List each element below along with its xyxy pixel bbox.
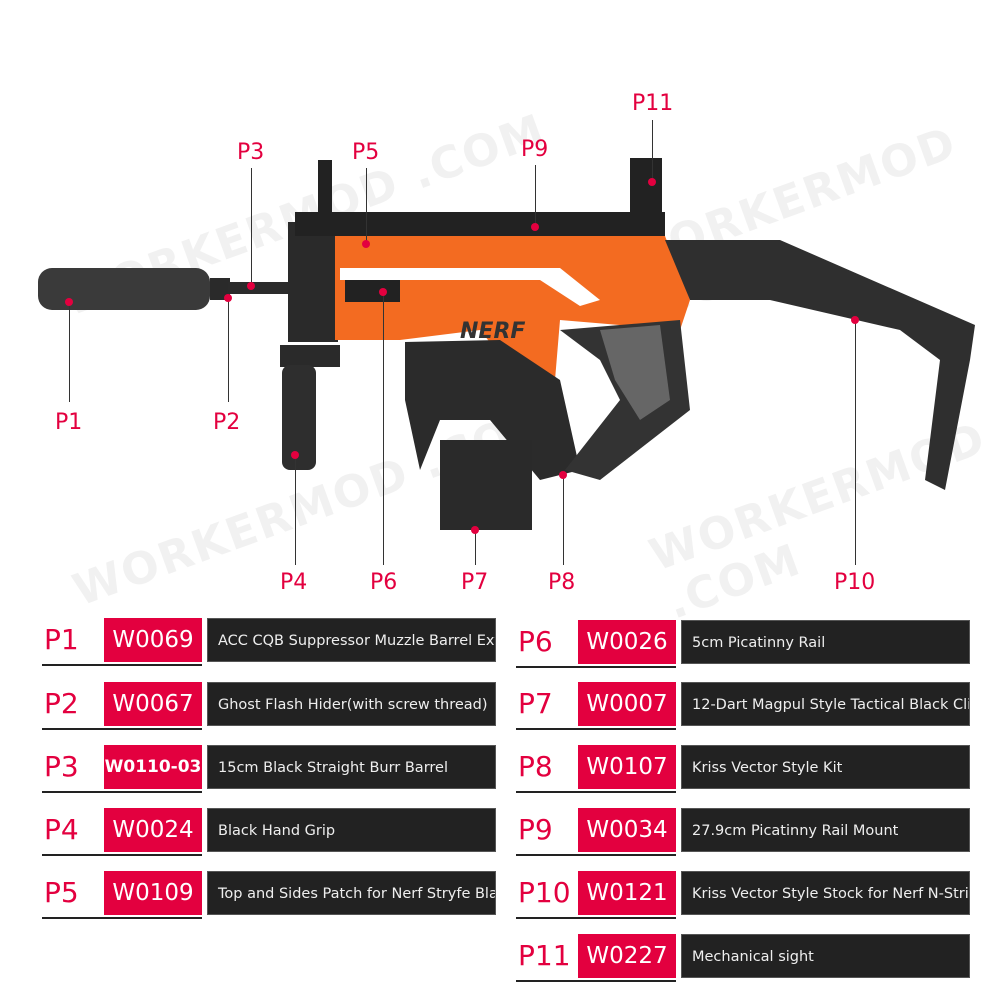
divider [42,728,202,730]
divider [516,728,676,730]
part-description: 5cm Picatinny Rail [681,620,970,664]
part-description: ACC CQB Suppressor Muzzle Barrel Extensi… [207,618,496,662]
part-label: P8 [518,750,553,783]
divider [516,791,676,793]
part-label: P7 [518,687,553,720]
divider [42,791,202,793]
part-description: Mechanical sight [681,934,970,978]
divider [42,664,202,666]
callout-p4: P4 [280,570,308,595]
part-code: W0026 [578,620,676,664]
part-description: 15cm Black Straight Burr Barrel [207,745,496,789]
part-label: P11 [518,939,571,972]
part-label: P5 [44,876,79,909]
part-code: W0007 [578,682,676,726]
divider [516,666,676,668]
callout-p1: P1 [55,410,83,435]
blaster-image: NERF [38,158,975,530]
divider [516,917,676,919]
callout-p2: P2 [213,410,241,435]
rear-sight [630,158,662,216]
part-description: Ghost Flash Hider(with screw thread) [207,682,496,726]
callout-p3: P3 [237,140,265,165]
hand-grip [282,365,316,470]
part-label: P3 [44,750,79,783]
part-label: P1 [44,623,79,656]
divider [516,854,676,856]
callout-p5: P5 [352,140,380,165]
part-label: P6 [518,625,553,658]
callout-p10: P10 [834,570,876,595]
part-code: W0110-03 [104,745,202,789]
part-code: W0069 [104,618,202,662]
callout-p9: P9 [521,137,549,162]
callout-p11: P11 [632,91,674,116]
part-description: Kriss Vector Style Stock for Nerf N-Stri… [681,871,970,915]
magazine [440,440,532,530]
callout-p8: P8 [548,570,576,595]
nerf-logo: NERF [460,319,525,344]
part-label: P4 [44,813,79,846]
part-code: W0121 [578,871,676,915]
divider [42,854,202,856]
part-description: 12-Dart Magpul Style Tactical Black Clip [681,682,970,726]
part-description: Top and Sides Patch for Nerf Stryfe Blas… [207,871,496,915]
part-code: W0067 [104,682,202,726]
stock [665,240,975,490]
barrel [228,282,290,294]
part-label: P9 [518,813,553,846]
top-rail [295,212,665,236]
part-label: P2 [44,687,79,720]
part-description: Kriss Vector Style Kit [681,745,970,789]
part-code: W0109 [104,871,202,915]
callout-p6: P6 [370,570,398,595]
part-description: Black Hand Grip [207,808,496,852]
part-code: W0034 [578,808,676,852]
part-code: W0227 [578,934,676,978]
part-label: P10 [518,876,571,909]
divider [516,980,676,982]
part-code: W0107 [578,745,676,789]
callout-p7: P7 [461,570,489,595]
part-code: W0024 [104,808,202,852]
side-rail [345,280,400,302]
suppressor [38,268,210,310]
kriss-kit [405,340,580,480]
part-description: 27.9cm Picatinny Rail Mount [681,808,970,852]
divider [42,917,202,919]
